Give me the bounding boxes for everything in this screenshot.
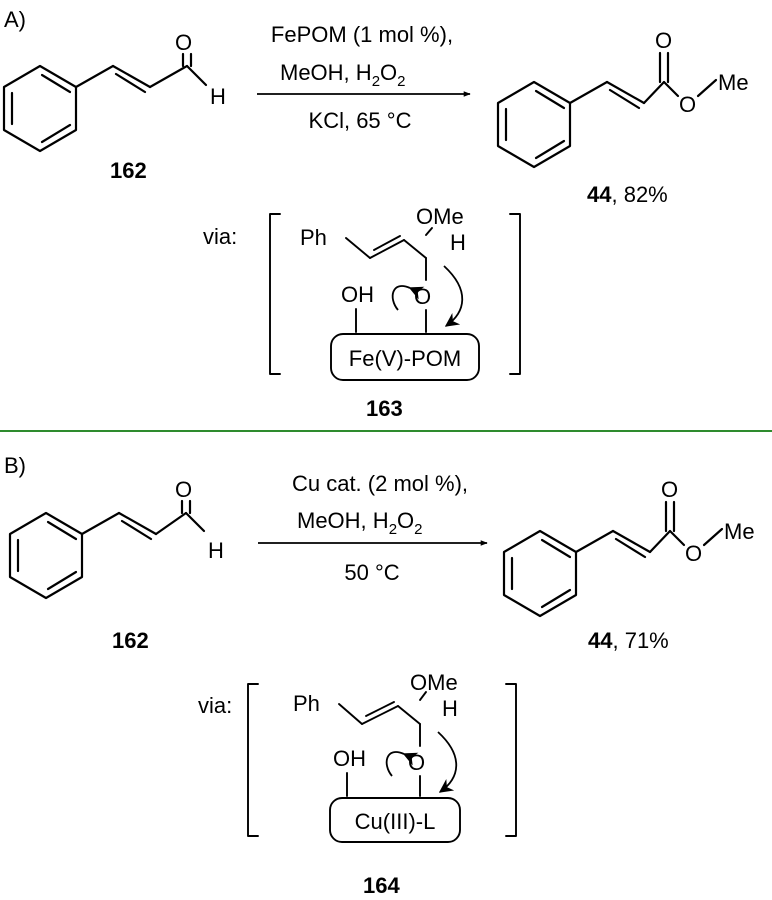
h-atom: H <box>450 230 466 255</box>
ph-substituent: Ph <box>300 225 327 250</box>
panel-b-intermediate: via: Ph OMe H O OH Cu(III)-L 164 <box>198 670 517 898</box>
panel-b-aldehyde-h: H <box>208 538 224 563</box>
panel-b-product-label: 44, 71% <box>588 628 669 653</box>
panel-a-ester-carbonyl-o: O <box>655 28 672 53</box>
h-atom: H <box>442 696 458 721</box>
metal-complex-box <box>330 333 480 381</box>
o-atom: O <box>408 750 425 775</box>
panel-a-methyl: Me <box>718 70 749 95</box>
o-atom: O <box>414 284 431 309</box>
panel-a-condition-temp: KCl, 65 °C <box>309 108 412 133</box>
ph-substituent: Ph <box>293 691 320 716</box>
panel-a-product-structure <box>496 51 718 169</box>
bond-vinyl <box>74 64 115 89</box>
panel-a-start-structure: O H <box>2 30 226 153</box>
benzene-ring <box>496 80 572 169</box>
curved-arrow-2 <box>443 265 464 327</box>
curved-arrow-1 <box>391 285 425 311</box>
intermediate-number: 164 <box>363 873 400 898</box>
panel-b-start-number: 162 <box>112 628 149 653</box>
panel-b-label: B) <box>4 453 26 478</box>
metal-complex-label: Cu(III)-L <box>355 809 436 834</box>
curved-arrow-2 <box>437 731 458 793</box>
panel-a-intermediate: via: Ph OMe H O OH Fe(V)-POM 163 <box>203 204 521 421</box>
panel-b-condition-catalyst: Cu cat. (2 mol %), <box>292 471 468 496</box>
panel-a-condition-solvent: MeOH, H2O2 <box>280 60 406 90</box>
bracket-left <box>247 683 259 837</box>
panel-b-ester-o: O <box>685 541 702 566</box>
via-label: via: <box>198 693 232 718</box>
metal-complex-box <box>329 797 461 843</box>
ome-group: OMe <box>410 670 458 695</box>
panel-b-start-structure <box>8 499 206 600</box>
intermediate-number: 163 <box>366 396 403 421</box>
panel-a-label: A) <box>4 7 26 32</box>
panel-b-condition-temp: 50 °C <box>344 560 399 585</box>
panel-b-product-structure <box>502 500 724 618</box>
panel-a-product-label: 44, 82% <box>587 182 668 207</box>
ome-group: OMe <box>416 204 464 229</box>
panel-b-methyl: Me <box>724 519 755 544</box>
curved-arrow-1 <box>385 751 419 777</box>
benzene-ring <box>2 64 78 153</box>
carbonyl-o-atom: O <box>175 30 192 55</box>
benzene-ring <box>8 511 84 600</box>
benzene-ring <box>502 529 578 618</box>
bracket-right <box>509 213 521 375</box>
via-label: via: <box>203 224 237 249</box>
panel-b-ester-carbonyl-o: O <box>661 477 678 502</box>
bracket-right <box>505 683 517 837</box>
oh-group: OH <box>333 746 366 771</box>
aldehyde-h-atom: H <box>210 84 226 109</box>
metal-complex-label: Fe(V)-POM <box>349 346 461 371</box>
panel-b-carbonyl-o: O <box>175 477 192 502</box>
panel-a-start-number: 162 <box>110 158 147 183</box>
panel-b-condition-solvent: MeOH, H2O2 <box>297 508 423 538</box>
panel-a-condition-catalyst: FePOM (1 mol %), <box>271 22 453 47</box>
panel-a-ester-o: O <box>679 92 696 117</box>
panel-a: A) O H 162 FePOM (1 mol %), MeOH, H2O2 K… <box>2 7 749 421</box>
bracket-left <box>269 213 281 375</box>
oh-group: OH <box>341 282 374 307</box>
panel-b: B) O H 162 Cu cat. (2 mol %), MeOH, H2O2… <box>4 453 755 898</box>
